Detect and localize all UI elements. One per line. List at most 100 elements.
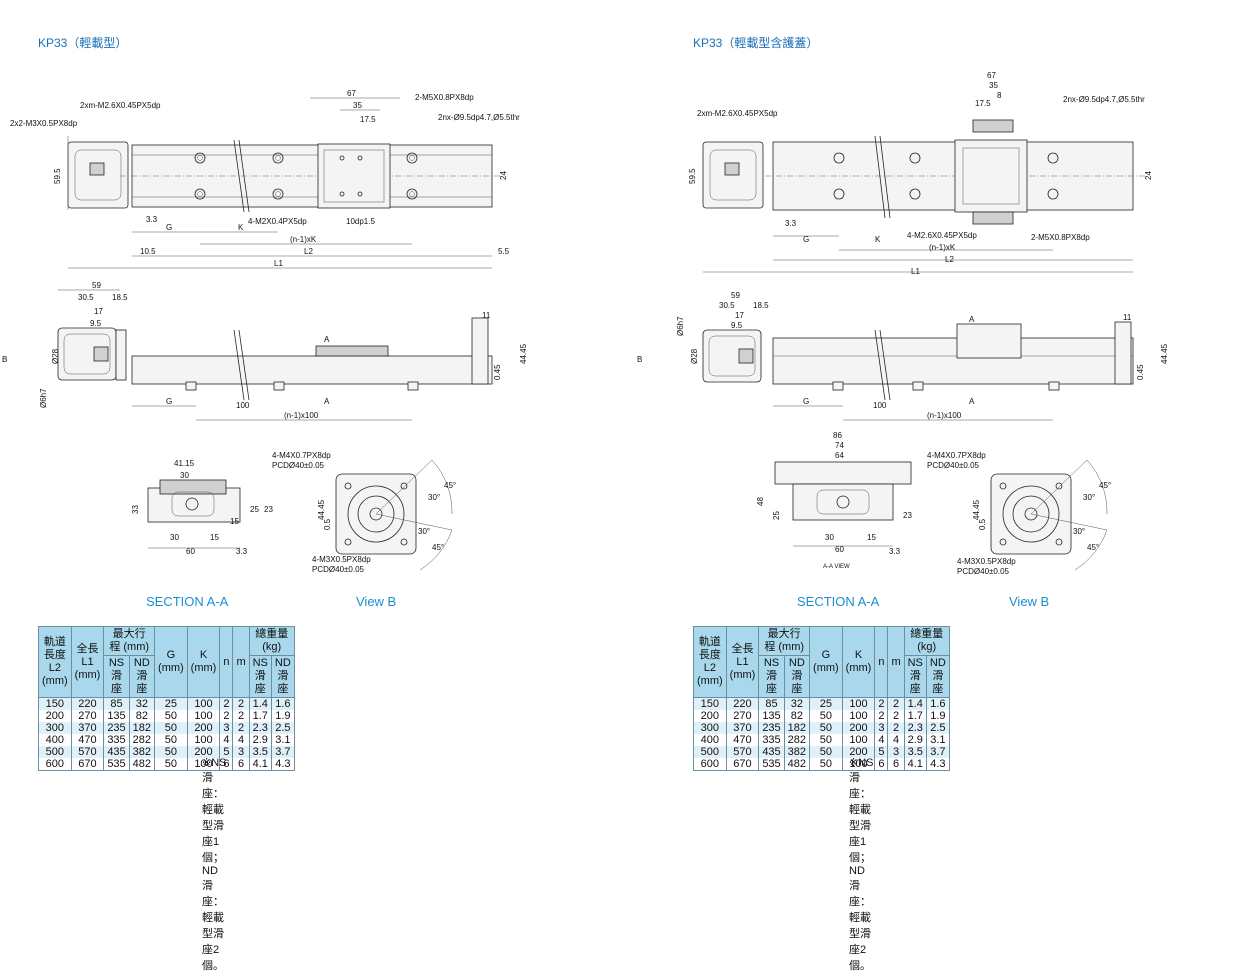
dim-60: 60 (835, 545, 844, 554)
note-flange2: 4-M3X0.5PX8dp (957, 557, 1016, 566)
table-cell: 3 (232, 746, 250, 758)
table-cell: 200 (186, 722, 221, 734)
th-n: n (219, 626, 234, 698)
dim-10-5: 10.5 (140, 247, 156, 256)
table-cell: 535 (758, 758, 785, 771)
table-cell: 50 (809, 710, 843, 722)
panel-title: KP33（輕載型） (38, 36, 128, 50)
table-cell: 50 (809, 758, 843, 771)
table-cell: 470 (70, 734, 105, 746)
dim-15b: 15 (210, 533, 219, 542)
dim-0-45: 0.45 (493, 364, 502, 380)
table-cell: 6 (887, 758, 905, 771)
note-pcd1: PCDØ40±0.05 (927, 461, 980, 470)
th-ns: NS滑座 (758, 655, 785, 698)
panel-kp33-light: KP33（輕載型） 5 9.5 67 (2, 0, 580, 779)
note-depth: 10dp1.5 (346, 217, 375, 226)
label-a-bottom: A (969, 397, 975, 406)
dim-24: 24 (1144, 171, 1153, 180)
table-cell: 6 (232, 758, 250, 771)
note-pcd1: PCDØ40±0.05 (272, 461, 325, 470)
dim-3-3: 3.3 (785, 219, 797, 228)
note-tap-end: 2x2-M3X0.5PX8dp (10, 119, 78, 128)
table-cell: 25 (154, 697, 188, 710)
table-cell: 2.5 (925, 722, 950, 734)
note-tap-m: 2xm-M2.6X0.45PX5dp (697, 109, 778, 118)
dim-g-side: G (803, 397, 809, 406)
dim-23: 23 (264, 505, 273, 514)
dim-17-5: 17.5 (360, 115, 376, 124)
dim-nk: (n-1)xK (929, 243, 956, 252)
table-cell: 135 (103, 710, 130, 722)
table-cell: 1.9 (270, 710, 295, 722)
table-cell: 182 (128, 722, 156, 734)
th-w-ns: NS滑座 (248, 655, 272, 698)
table-cell: 470 (725, 734, 760, 746)
th-weight: 總重量 (kg) (248, 626, 295, 656)
dim-30-5: 30.5 (719, 301, 735, 310)
table-cell: 50 (809, 734, 843, 746)
dim-30b: 30 (170, 533, 179, 542)
table-cell: 3.7 (270, 746, 295, 758)
angle-30b: 30° (1073, 527, 1085, 536)
table-cell: 100 (841, 710, 876, 722)
angle-30a: 30° (428, 493, 440, 502)
table-cell: 1.6 (925, 697, 950, 710)
table-cell: 200 (693, 710, 727, 722)
table-cell: 50 (809, 722, 843, 734)
view-b: 4-M4X0.7PX8dp PCDØ40±0.05 30° 45° 30° 45… (927, 451, 1111, 576)
dim-59: 59 (92, 281, 101, 290)
table-cell: 1.4 (903, 697, 927, 710)
dim-67: 67 (987, 71, 996, 80)
note-cbore: 2nx-Ø9.5dp4.7,Ø5.5thr (438, 113, 520, 122)
dim-15: 15 (230, 517, 239, 526)
dim-9-5: 9.5 (90, 319, 102, 328)
table-cell: 600 (38, 758, 72, 771)
th-m: m (887, 626, 905, 698)
table-cell: 670 (70, 758, 105, 771)
th-max-stroke: 最大行程 (mm) (103, 626, 156, 656)
table-cell: 400 (693, 734, 727, 746)
table-cell: 135 (758, 710, 785, 722)
th-max-stroke: 最大行程 (mm) (758, 626, 811, 656)
note-pcd2: PCDØ40±0.05 (312, 565, 365, 574)
table-cell: 32 (783, 697, 811, 710)
table-cell: 150 (38, 697, 72, 710)
section-a-a: 41.15 30 33 25 23 15 30 15 60 3.3 (131, 459, 273, 556)
label-a-top: A (324, 335, 330, 344)
table-cell: 5 (219, 746, 234, 758)
table-cell: 370 (725, 722, 760, 734)
table-cell: 2.9 (248, 734, 272, 746)
th-nd: ND滑座 (128, 655, 156, 698)
table-cell: 220 (70, 697, 105, 710)
table-cell: 182 (783, 722, 811, 734)
table-cell: 3.1 (270, 734, 295, 746)
table-cell: 3.5 (248, 746, 272, 758)
table-footnote: ※NS滑座：輕載型滑座1個；ND滑座：輕載型滑座2個。 (849, 757, 874, 972)
table-cell: 3 (887, 746, 905, 758)
dim-60: 60 (186, 547, 195, 556)
table-cell: 4 (887, 734, 905, 746)
table-cell: 3 (874, 722, 889, 734)
dim-17: 17 (94, 307, 103, 316)
angle-30b: 30° (418, 527, 430, 536)
table-cell: 2.3 (248, 722, 272, 734)
dim-g: G (166, 223, 172, 232)
view-b: 4-M4X0.7PX8dp PCDØ40±0.05 30° 45° 30° 45… (272, 451, 456, 574)
dim-23: 23 (903, 511, 912, 520)
dim-67: 67 (347, 89, 356, 98)
table-cell: 300 (693, 722, 727, 734)
table-cell: 100 (841, 758, 876, 771)
note-pcd2: PCDØ40±0.05 (957, 567, 1010, 576)
table-cell: 200 (38, 710, 72, 722)
table-cell: 435 (103, 746, 130, 758)
angle-45a: 45° (444, 481, 456, 490)
dim-24: 24 (499, 171, 508, 180)
table-cell: 382 (128, 746, 156, 758)
table-cell: 500 (38, 746, 72, 758)
note-flange2: 4-M3X0.5PX8dp (312, 555, 371, 564)
